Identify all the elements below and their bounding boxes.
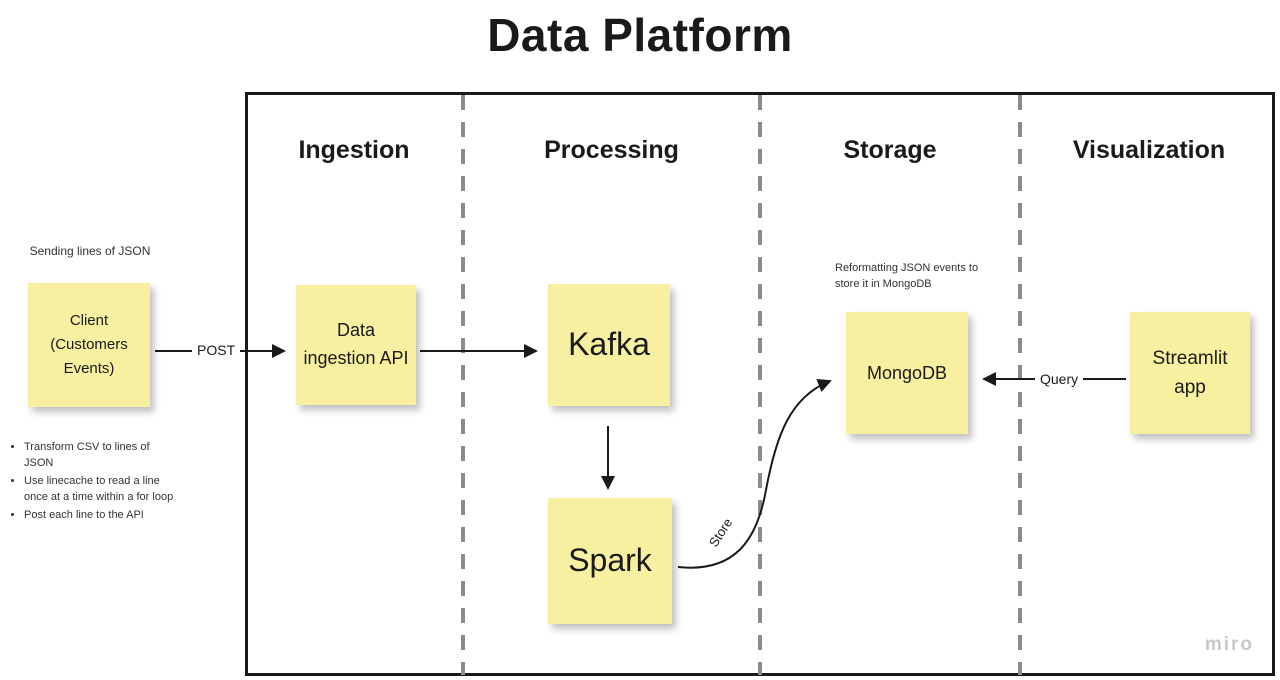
client-note-item: Post each line to the API	[24, 508, 176, 524]
miro-watermark: miro	[1204, 634, 1254, 655]
sticky-note-data-ingestion-api[interactable]: Data ingestion API	[296, 285, 416, 405]
sticky-note-kafka[interactable]: Kafka	[548, 284, 670, 406]
column-header-visualization: Visualization	[1072, 136, 1226, 164]
arrow-label-query: Query	[1035, 370, 1084, 388]
column-header-ingestion: Ingestion	[298, 136, 410, 164]
client-note-item: Transform CSV to lines of JSON	[24, 440, 176, 472]
arrow-label-post: POST	[192, 341, 241, 359]
sticky-note-client[interactable]: Client (Customers Events)	[28, 283, 150, 407]
annotation-reformatting-json: Reformatting JSON events to store it in …	[835, 262, 979, 290]
sticky-note-streamlit-app[interactable]: Streamlit app	[1130, 312, 1250, 434]
sticky-note-spark[interactable]: Spark	[548, 498, 672, 624]
column-header-storage: Storage	[843, 136, 937, 164]
client-notes-list: Transform CSV to lines of JSON Use linec…	[12, 440, 176, 526]
client-note-item: Use linecache to read a line once at a t…	[24, 474, 176, 506]
column-header-processing: Processing	[544, 136, 679, 164]
sticky-note-mongodb[interactable]: MongoDB	[846, 312, 968, 434]
annotation-sending-lines-of-json: Sending lines of JSON	[29, 244, 151, 258]
page-title: Data Platform	[487, 9, 793, 61]
